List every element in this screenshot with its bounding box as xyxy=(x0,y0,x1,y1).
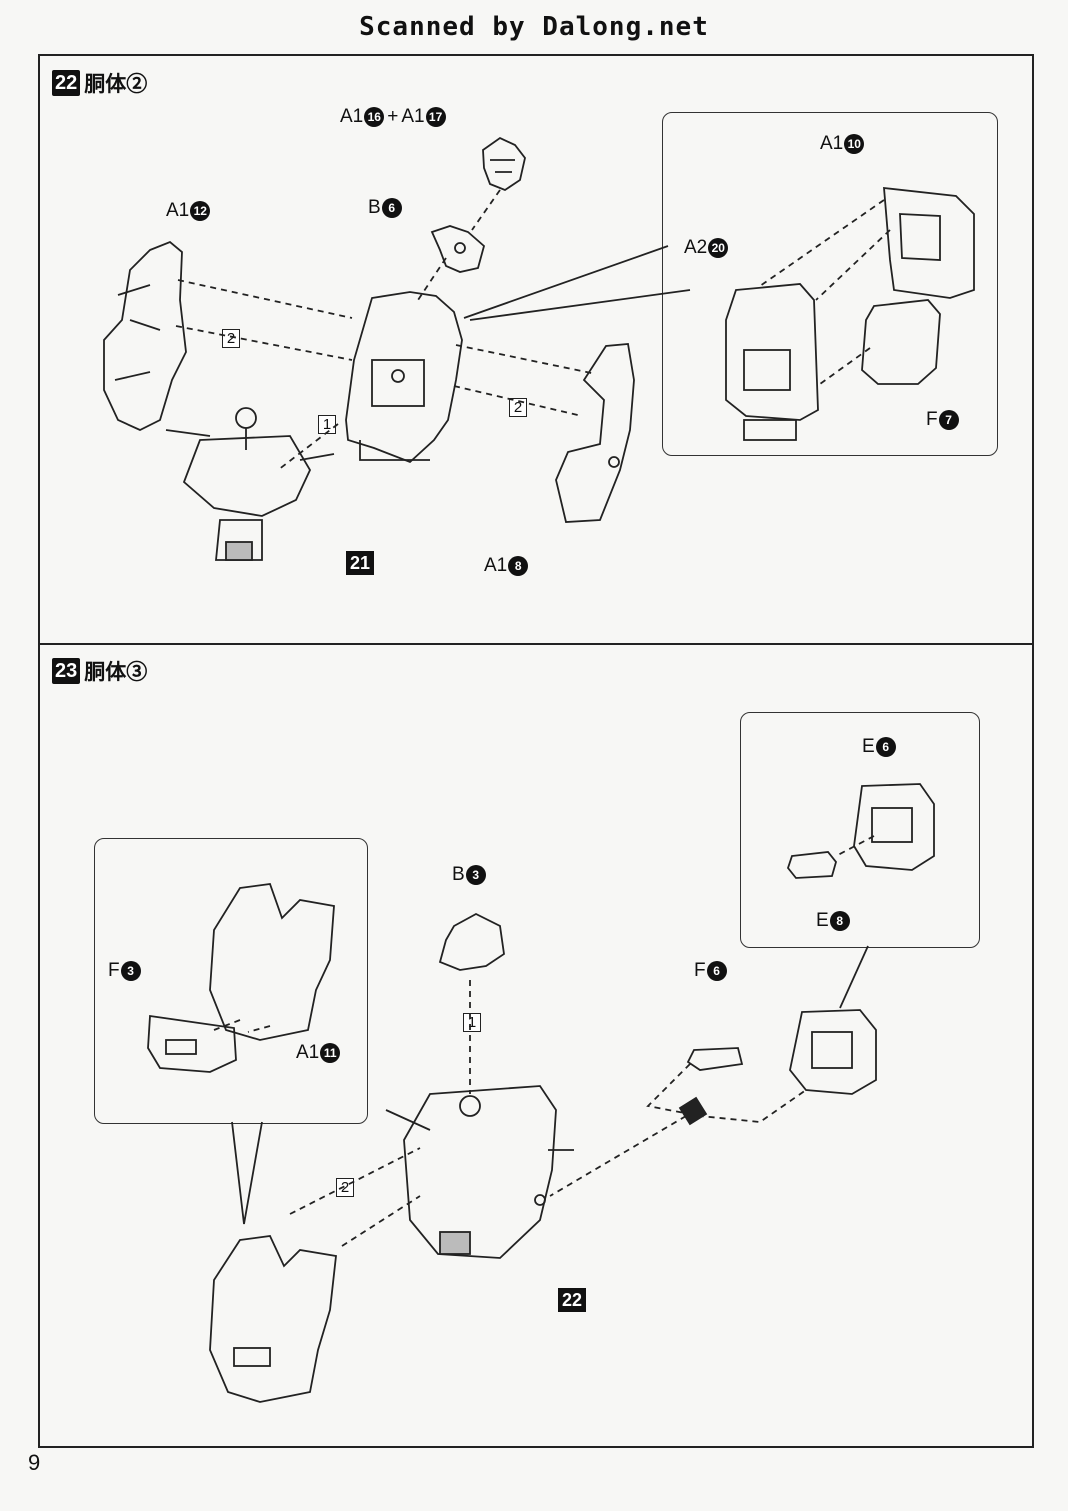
detail-callout-23-right xyxy=(740,712,980,948)
detail-callout-22 xyxy=(662,112,998,456)
part-b6-icon xyxy=(430,225,486,273)
assembly-arrows-22-callout xyxy=(759,199,891,385)
part-a8-icon xyxy=(555,343,635,523)
part-chest-armor-icon xyxy=(209,1235,337,1403)
instruction-frame xyxy=(38,54,1034,1448)
part-f6-icon xyxy=(686,1047,744,1071)
part-a16-a17-icon xyxy=(482,136,526,192)
part-a11-icon xyxy=(209,883,335,1041)
snap-diamond-icon xyxy=(678,1096,708,1126)
part-a10-icon xyxy=(883,186,975,299)
count-box-center: 1 xyxy=(318,415,336,434)
step-23-title: 23 胴体③ xyxy=(52,656,147,686)
part-e6-icon xyxy=(853,783,935,871)
part-f3-icon xyxy=(147,1014,237,1073)
part-a12-icon xyxy=(103,240,187,431)
step-22-number: 22 xyxy=(52,70,81,96)
count-box-top: 1 xyxy=(463,1013,481,1032)
callout-pointer-23-right xyxy=(839,945,869,1009)
step-22-ref-badge: 22 xyxy=(558,1288,587,1312)
detail-callout-23-left xyxy=(94,838,368,1124)
step-divider xyxy=(38,643,1034,645)
step-23-number: 23 xyxy=(52,658,81,684)
part-b3-icon xyxy=(438,912,505,971)
step-22-name: 胴体② xyxy=(84,73,148,96)
step-22-title: 22 胴体② xyxy=(52,68,147,98)
count-box-left-23: 2 xyxy=(336,1178,354,1197)
callout-pointer-22 xyxy=(463,245,691,321)
step-23-name: 胴体③ xyxy=(84,661,148,684)
part-lower-body-icon xyxy=(165,407,335,561)
part-torso-center-icon xyxy=(345,291,463,464)
assembly-arrows-23 xyxy=(213,835,875,1247)
count-box-left: 2 xyxy=(222,329,240,348)
part-f7-icon xyxy=(861,299,941,385)
part-e8-icon xyxy=(786,851,837,879)
assembly-arrows-22 xyxy=(175,189,597,471)
step-21-ref-badge: 21 xyxy=(346,551,375,575)
scan-credit-header: Scanned by Dalong.net xyxy=(359,12,709,42)
part-e-assembly-icon xyxy=(789,1009,877,1095)
page-number: 9 xyxy=(28,1450,41,1475)
part-a20-icon xyxy=(725,283,819,441)
callout-pointer-23-left xyxy=(231,1121,263,1225)
part-torso-assembled-icon xyxy=(385,1085,574,1259)
